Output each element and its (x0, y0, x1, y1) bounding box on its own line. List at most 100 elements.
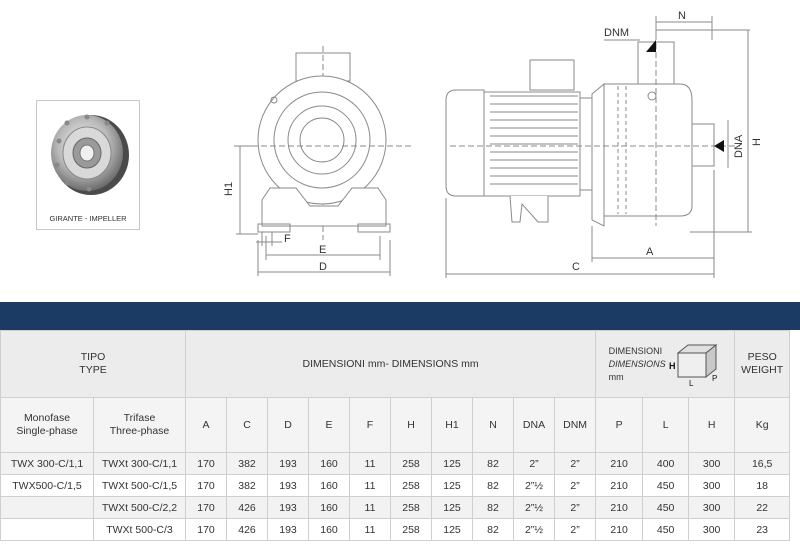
label-a: A (646, 246, 654, 258)
table-row: TWXt 500-C/3 170 426 193 160 11 258 125 … (0, 518, 791, 541)
cell: 125 (431, 452, 473, 475)
cell: 193 (267, 496, 309, 519)
cell: 450 (642, 496, 690, 519)
svg-text:P: P (712, 374, 717, 383)
cell: 82 (472, 452, 514, 475)
cell: 160 (308, 496, 350, 519)
col-header: DNA (513, 397, 555, 453)
impeller-icon (51, 114, 129, 195)
cell: 82 (472, 474, 514, 497)
cell: 426 (226, 496, 268, 519)
cell: 450 (642, 474, 690, 497)
cell: 193 (267, 518, 309, 541)
tri-model: TWXt 300-C/1,1 (93, 452, 186, 475)
mono-model (0, 496, 94, 519)
cell: 210 (595, 496, 644, 519)
table-row: TWXt 500-C/2,2 170 426 193 160 11 258 12… (0, 496, 791, 519)
label-n: N (678, 10, 686, 22)
cell: 2” (553, 496, 597, 519)
packaging-header: DIMENSIONI DIMENSIONS mm H L P (595, 330, 736, 398)
cell: 2”½ (513, 518, 555, 541)
cell: 11 (349, 452, 391, 475)
pump-side-view (445, 16, 752, 278)
col-header: H (390, 397, 432, 453)
mono-model: TWX500-C/1,5 (0, 474, 94, 497)
tri-model: TWXt 500-C/2,2 (93, 496, 186, 519)
three-phase-header: Trifase Three-phase (93, 397, 186, 453)
label-dna: DNA (733, 134, 745, 158)
cell: 300 (688, 474, 736, 497)
cell: 258 (390, 518, 432, 541)
mono-model: TWX 300-C/1,1 (0, 452, 94, 475)
pump-front-view (234, 46, 412, 276)
pump-technical-drawing: H1 F E D DNM N DNA H A C (223, 10, 763, 278)
mono-model (0, 518, 94, 541)
col-header: F (349, 397, 391, 453)
label-c: C (572, 261, 580, 273)
label-d: D (319, 261, 327, 273)
cell: 16,5 (734, 452, 791, 475)
label-h1: H1 (223, 182, 235, 196)
cell: 82 (472, 496, 514, 519)
dna-arrow-icon (714, 140, 724, 152)
tri-model: TWXt 500-C/1,5 (93, 474, 186, 497)
table-row: TWX 300-C/1,1 TWXt 300-C/1,1 170 382 193… (0, 452, 791, 475)
impeller-photo-panel: GIRANTE - IMPELLER (36, 100, 140, 230)
col-header: A (185, 397, 227, 453)
dnm-arrow-icon (646, 40, 656, 52)
cell: 258 (390, 496, 432, 519)
weight-header: PESO WEIGHT (734, 330, 791, 398)
cell: 210 (595, 518, 644, 541)
cell: 300 (688, 518, 736, 541)
cell: 125 (431, 474, 473, 497)
cell: 2”½ (513, 474, 555, 497)
label-f: F (284, 233, 291, 245)
cell: 400 (642, 452, 690, 475)
cell: 193 (267, 474, 309, 497)
cell: 23 (734, 518, 791, 541)
cell: 450 (642, 518, 690, 541)
col-header: Kg (734, 397, 791, 453)
cell: 160 (308, 474, 350, 497)
cell: 2” (553, 452, 597, 475)
svg-text:H: H (669, 361, 676, 371)
tri-model: TWXt 500-C/3 (93, 518, 186, 541)
col-header: C (226, 397, 268, 453)
col-header: E (308, 397, 350, 453)
label-e: E (319, 244, 326, 256)
cell: 300 (688, 496, 736, 519)
label-dnm: DNM (604, 27, 629, 39)
col-header: L (642, 397, 690, 453)
table-header-bar (0, 302, 800, 330)
box-dimension-icon: H L P (669, 343, 718, 387)
cell: 2”½ (513, 496, 555, 519)
cell: 2” (513, 452, 555, 475)
label-h: H (751, 138, 763, 146)
cell: 258 (390, 474, 432, 497)
cell: 125 (431, 518, 473, 541)
dimensions-table: TIPO TYPE DIMENSIONI mm- DIMENSIONS mm D… (0, 330, 791, 541)
cell: 258 (390, 452, 432, 475)
single-phase-header: Monofase Single-phase (0, 397, 94, 453)
cell: 82 (472, 518, 514, 541)
cell: 170 (185, 474, 227, 497)
col-header: N (472, 397, 514, 453)
cell: 193 (267, 452, 309, 475)
cell: 125 (431, 496, 473, 519)
cell: 170 (185, 518, 227, 541)
cell: 170 (185, 496, 227, 519)
col-header: D (267, 397, 309, 453)
col-header: P (595, 397, 644, 453)
cell: 11 (349, 518, 391, 541)
cell: 210 (595, 452, 644, 475)
type-header: TIPO TYPE (0, 330, 186, 398)
cell: 382 (226, 452, 268, 475)
dimensions-header: DIMENSIONI mm- DIMENSIONS mm (184, 330, 597, 398)
col-header: H1 (431, 397, 473, 453)
impeller-caption: GIRANTE - IMPELLER (49, 214, 127, 223)
cell: 426 (226, 518, 268, 541)
cell: 300 (688, 452, 736, 475)
cell: 18 (734, 474, 791, 497)
cell: 160 (308, 452, 350, 475)
cell: 2” (553, 518, 597, 541)
